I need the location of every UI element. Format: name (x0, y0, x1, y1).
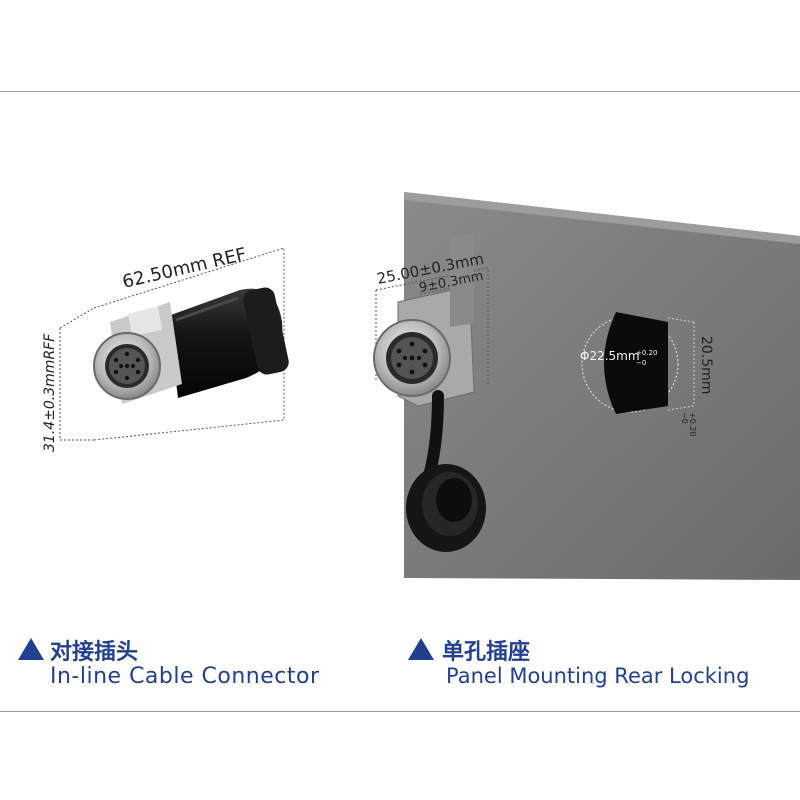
triangle-icon (18, 638, 44, 660)
dust-cap-strap (424, 390, 444, 478)
inline-connector-image: 62.50mm REF 31.4±0.3mmRFF (42, 244, 289, 452)
panel-mount-image: Φ22.5mm +0.20 −0 20.5mm +0.20 −0 25.00±0… (373, 192, 800, 580)
inline-connector-caption: 对接插头 In-line Cable Connector (18, 634, 378, 694)
panel-mount-caption: 单孔插座 Panel Mounting Rear Locking (408, 634, 800, 694)
panel-mount-title-cn: 单孔插座 (442, 640, 531, 665)
inline-diameter-label: 31.4±0.3mmRFF (42, 333, 58, 452)
panel-cutout (581, 312, 695, 414)
inline-length-label: 62.50mm REF (120, 244, 248, 293)
panel-mount-title-en: Panel Mounting Rear Locking (446, 664, 750, 688)
inline-connector-title-en: In-line Cable Connector (50, 664, 320, 689)
cutout-flat-label: 20.5mm (698, 336, 714, 394)
mounting-panel (404, 192, 800, 580)
cutout-diameter-label: Φ22.5mm (580, 349, 640, 363)
triangle-icon (408, 638, 434, 660)
cutout-flat-tol-minus: −0 (680, 412, 689, 424)
cutout-diameter-tol-plus: +0.20 (636, 349, 657, 357)
cutout-diameter-tol-minus: −0 (636, 359, 646, 367)
cutout-flat-tol-plus: +0.20 (688, 412, 697, 437)
inline-connector-title-cn: 对接插头 (50, 640, 139, 665)
top-divider (0, 91, 800, 92)
bottom-divider (0, 711, 800, 712)
